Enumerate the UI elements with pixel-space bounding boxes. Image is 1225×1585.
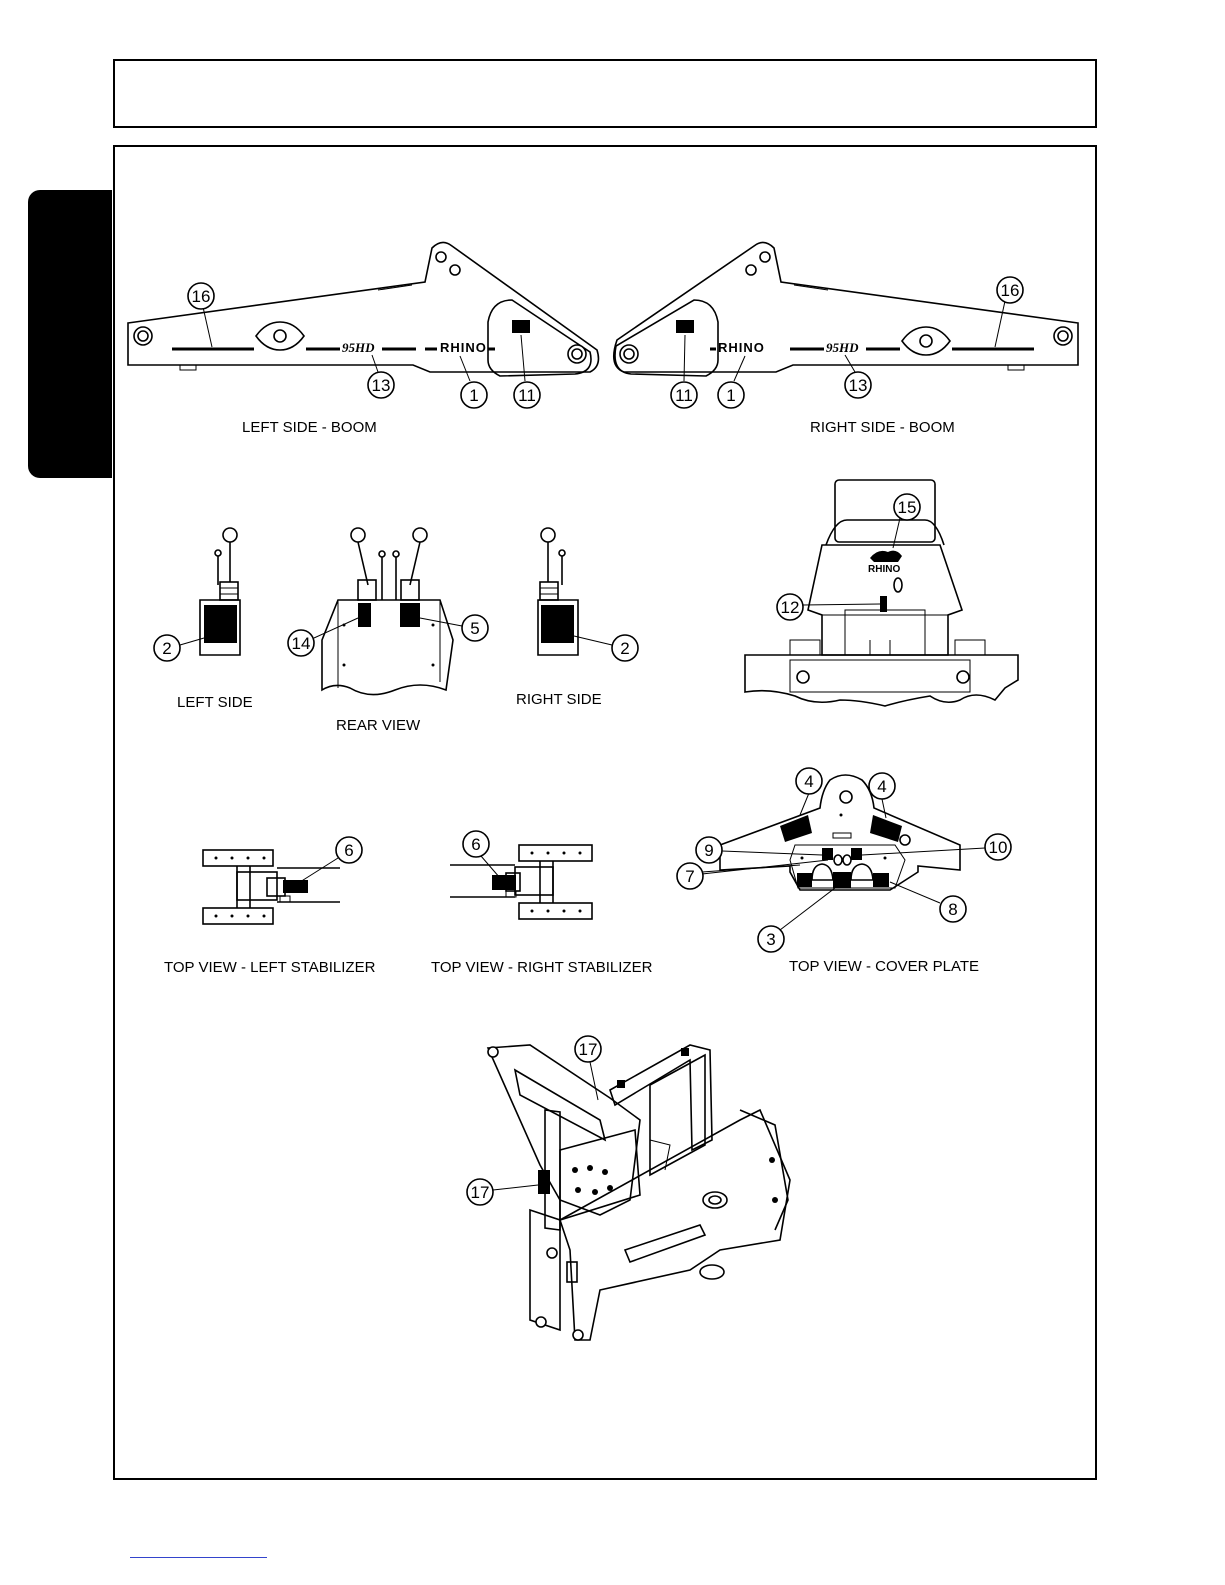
caption-top-view-cover-plate: TOP VIEW - COVER PLATE [789, 958, 979, 975]
callout-number: 11 [518, 386, 536, 405]
right-boom-model-decal: 95HD [826, 340, 859, 355]
callout-number: 5 [470, 619, 479, 638]
cover-plate-drawing [720, 775, 960, 890]
callout-number: 2 [620, 639, 629, 658]
callout-number: 4 [804, 772, 813, 791]
caption-left-side: LEFT SIDE [177, 694, 253, 711]
callout-number: 15 [898, 498, 917, 517]
callout-number: 17 [579, 1040, 598, 1059]
callout-number: 9 [704, 841, 713, 860]
left-stabilizer-drawing [203, 850, 340, 924]
callout-number: 13 [372, 376, 391, 395]
caption-top-view-right-stabilizer: TOP VIEW - RIGHT STABILIZER [431, 959, 653, 976]
caption-rear-view: REAR VIEW [336, 717, 421, 734]
left-boom-brand-decal: RHINO [440, 340, 487, 355]
callout-number: 17 [471, 1183, 490, 1202]
callout-number: 6 [344, 841, 353, 860]
callout-number: 6 [471, 835, 480, 854]
callout-number: 4 [877, 777, 886, 796]
callout-number: 11 [675, 386, 693, 405]
callout-number: 7 [685, 867, 694, 886]
rear-frame-drawing: RHINO [745, 480, 1018, 706]
caption-right-side-boom: RIGHT SIDE - BOOM [810, 419, 955, 436]
callout-number: 14 [292, 634, 311, 653]
callout-number: 13 [849, 376, 868, 395]
left-boom-model-decal: 95HD [342, 340, 375, 355]
rear-view-drawing [322, 528, 453, 695]
right-boom-brand-decal: RHINO [718, 340, 765, 355]
left-side-control-drawing [200, 528, 240, 655]
callout-number: 16 [1001, 281, 1020, 300]
iso-frame-drawing [488, 1045, 790, 1340]
callout-number: 1 [726, 386, 735, 405]
callout-number: 16 [192, 287, 211, 306]
callout-number: 3 [766, 930, 775, 949]
caption-right-side: RIGHT SIDE [516, 691, 602, 708]
callout-number: 8 [948, 900, 957, 919]
callout-number: 1 [469, 386, 478, 405]
callout-number: 10 [989, 838, 1008, 857]
rear-frame-brand-decal: RHINO [868, 564, 900, 575]
callout-number: 12 [781, 598, 800, 617]
caption-left-side-boom: LEFT SIDE - BOOM [242, 419, 377, 436]
right-side-control-drawing [538, 528, 578, 655]
caption-top-view-left-stabilizer: TOP VIEW - LEFT STABILIZER [164, 959, 376, 976]
callout-number: 2 [162, 639, 171, 658]
